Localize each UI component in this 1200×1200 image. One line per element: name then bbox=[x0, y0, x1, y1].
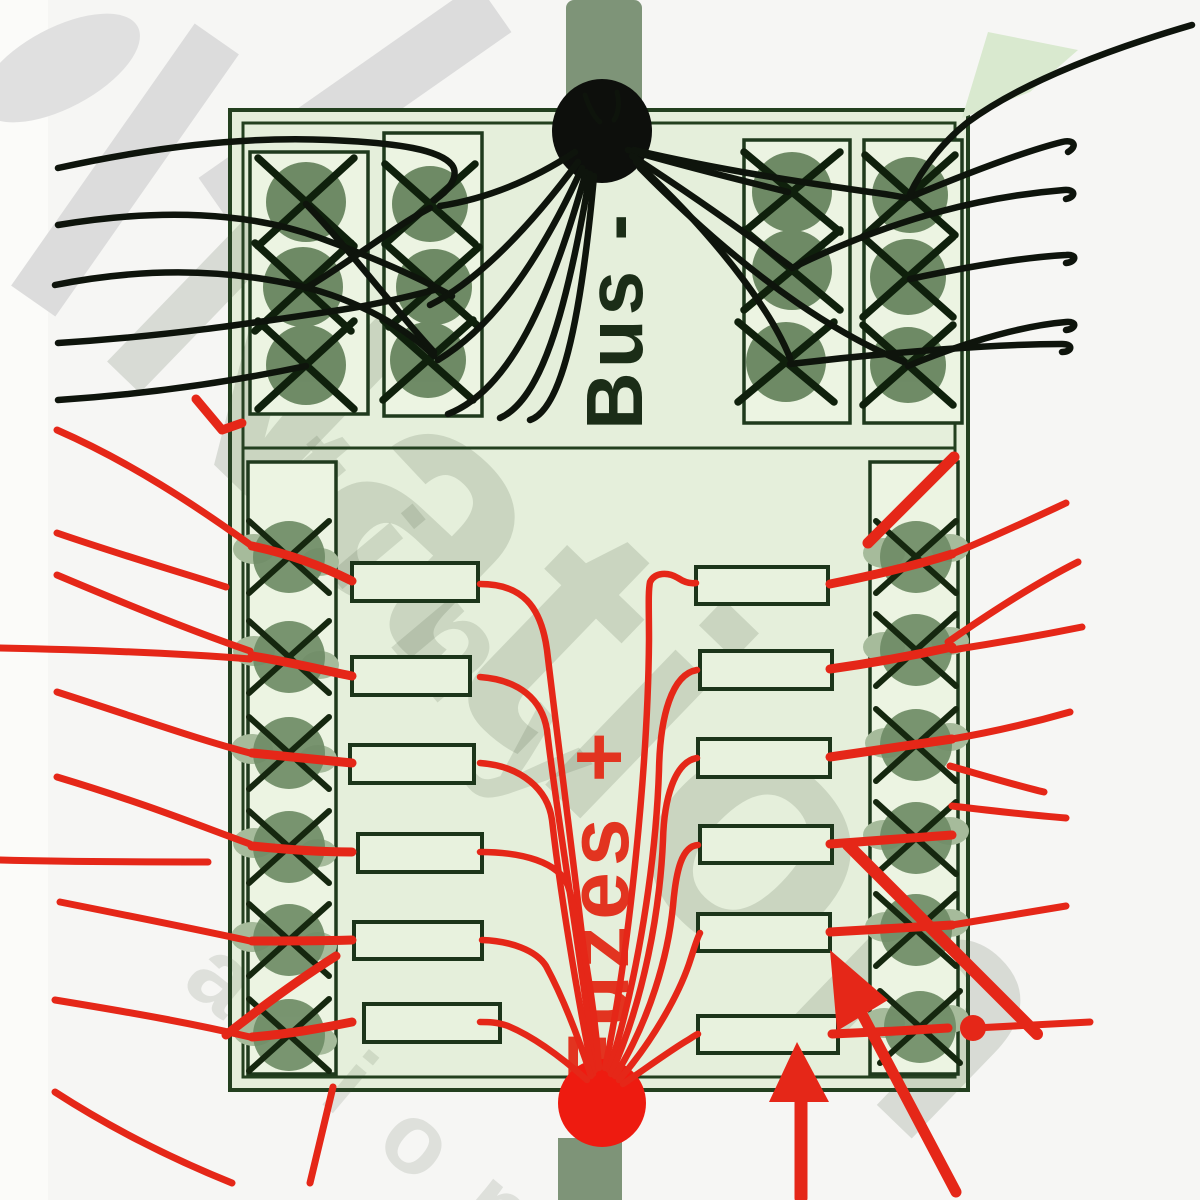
red-wire bbox=[971, 1018, 1094, 1032]
red-jumper bbox=[825, 549, 957, 589]
red-wire bbox=[948, 499, 1070, 558]
black-wire bbox=[526, 172, 598, 424]
fuse-slot bbox=[350, 561, 480, 603]
fuse-slots bbox=[348, 561, 840, 1055]
red-fan-wire bbox=[607, 754, 701, 1078]
red-fan-wire bbox=[605, 666, 701, 1074]
red-jumper bbox=[825, 920, 957, 937]
red-wire bbox=[53, 571, 254, 655]
arrow-up-head bbox=[769, 1042, 829, 1102]
red-wire bbox=[944, 558, 1082, 646]
black-wire bbox=[434, 164, 586, 364]
black-wire bbox=[302, 200, 438, 356]
red-fan-wire bbox=[619, 1030, 702, 1088]
black-wire bbox=[54, 135, 458, 204]
black-wire bbox=[788, 186, 1077, 272]
fuse-slot bbox=[356, 832, 484, 874]
red-wire bbox=[53, 426, 256, 550]
red-wire bbox=[221, 951, 341, 1040]
arrow-diagonal-shaft bbox=[856, 1008, 962, 1198]
black-wire bbox=[426, 158, 582, 309]
bus-wiring-black bbox=[51, 21, 1196, 424]
red-jumper bbox=[247, 748, 357, 768]
black-wire bbox=[786, 340, 1074, 368]
red-wire bbox=[53, 773, 254, 848]
fuse-slot bbox=[350, 655, 472, 697]
red-wire bbox=[53, 529, 230, 591]
black-wire bbox=[906, 21, 1196, 198]
red-fan-wire bbox=[601, 570, 700, 1072]
fuse-slot bbox=[696, 912, 832, 953]
black-wire bbox=[54, 211, 456, 300]
black-wire bbox=[302, 204, 434, 292]
red-wire bbox=[0, 856, 212, 866]
watermark-wedge bbox=[962, 32, 1078, 118]
fuse-slot bbox=[696, 1014, 840, 1055]
red-fan-wire bbox=[611, 841, 702, 1080]
annotation-line bbox=[842, 839, 1043, 1040]
black-wire bbox=[906, 251, 1078, 283]
watermark-bar bbox=[11, 23, 239, 317]
red-wire bbox=[56, 898, 254, 945]
black-wire bbox=[436, 148, 579, 210]
red-fan-wire bbox=[476, 673, 599, 1074]
black-wire bbox=[582, 89, 621, 125]
red-jumper bbox=[247, 651, 357, 681]
watermark-blob bbox=[0, 13, 140, 123]
red-wire bbox=[862, 451, 960, 549]
fuse-wiring-red bbox=[0, 426, 1094, 1187]
fuse-positive-post bbox=[558, 1059, 646, 1147]
red-fan-wire bbox=[476, 848, 603, 1072]
black-wire bbox=[630, 146, 910, 202]
red-jumper bbox=[247, 841, 357, 857]
arrow-diagonal-head bbox=[830, 950, 888, 1031]
red-wire bbox=[0, 644, 254, 663]
fuse-slot bbox=[696, 737, 832, 779]
black-wire bbox=[904, 138, 1077, 202]
red-jumper bbox=[825, 734, 957, 762]
red-wire bbox=[51, 1088, 236, 1187]
black-wire bbox=[496, 170, 594, 422]
red-fan-wire bbox=[476, 759, 597, 1078]
red-wire bbox=[53, 688, 254, 757]
red-jumper bbox=[247, 935, 357, 946]
fuse-slot bbox=[694, 565, 830, 606]
red-wire bbox=[948, 902, 1070, 929]
black-wire bbox=[51, 269, 438, 360]
left-margin-band bbox=[0, 0, 48, 1200]
bus-negative-label: Bus - bbox=[570, 210, 659, 430]
red-connector-dot bbox=[960, 1015, 986, 1041]
red-wire bbox=[948, 802, 1070, 822]
red-wire bbox=[948, 708, 1074, 743]
red-fan-wire bbox=[478, 936, 595, 1080]
red-jumper bbox=[827, 1023, 953, 1039]
fuse-slot bbox=[698, 649, 834, 691]
red-jumper bbox=[247, 541, 357, 586]
bus-negative-post bbox=[552, 79, 652, 183]
fuse-slot bbox=[352, 920, 484, 961]
fuse-cable-rod-bottom bbox=[558, 1138, 622, 1200]
black-wire bbox=[54, 362, 310, 404]
red-wire bbox=[946, 762, 1048, 796]
red-check-mark bbox=[191, 394, 247, 435]
black-wire bbox=[54, 285, 442, 347]
annotation-arrows bbox=[191, 394, 1043, 1200]
red-wire bbox=[306, 1083, 337, 1187]
red-jumper bbox=[247, 1017, 357, 1042]
red-wire bbox=[948, 623, 1086, 654]
fuse-slot bbox=[698, 824, 834, 865]
black-wire bbox=[628, 152, 794, 270]
red-fan-wire bbox=[476, 1018, 591, 1084]
fuse-slot bbox=[348, 743, 476, 785]
red-jumper bbox=[825, 642, 957, 674]
red-fan-wire bbox=[615, 929, 704, 1084]
black-wire bbox=[444, 168, 590, 418]
